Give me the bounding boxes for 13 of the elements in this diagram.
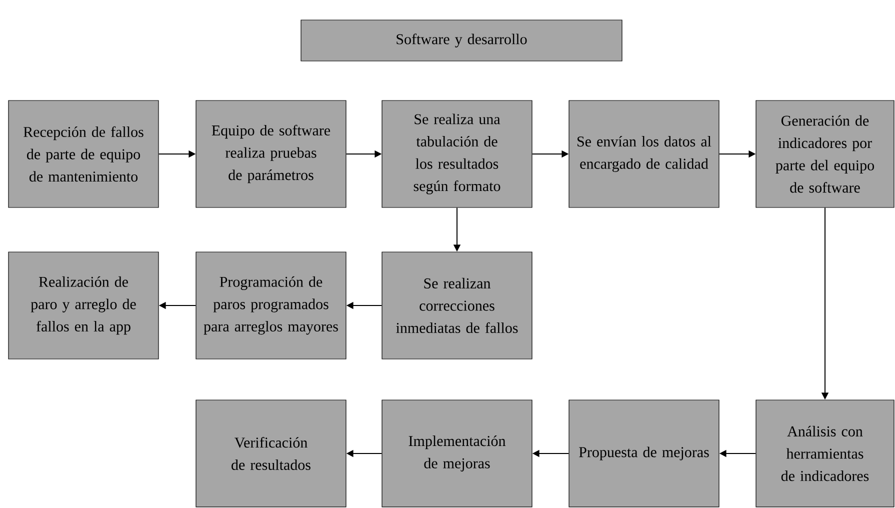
- process-box: Realización de paro y arreglo de fallos en la app: [8, 252, 159, 360]
- title-box: Software y desarrollo: [300, 20, 622, 62]
- process-box: Equipo de software realiza pruebas de parámetros: [196, 100, 346, 208]
- process-box: Propuesta de mejoras: [568, 400, 720, 508]
- process-box: Verificación de resultados: [196, 400, 346, 508]
- process-box: Programación de paros programados para arreglos mayores: [196, 252, 346, 360]
- process-box: Se realiza una tabulación de los resultados según formato: [382, 100, 532, 208]
- process-box: Se envían los datos al encargado de calidad: [568, 100, 720, 208]
- process-box: Implementación de mejoras: [382, 400, 532, 508]
- process-box: Se realizan correcciones inmediatas de fallos: [382, 252, 532, 360]
- process-box: Generación de indicadores por parte del equipo de software: [756, 100, 894, 208]
- process-box: Análisis con herramientas de indicadores: [756, 400, 894, 508]
- process-box: Recepción de fallos de parte de equipo de mantenimiento: [8, 100, 159, 208]
